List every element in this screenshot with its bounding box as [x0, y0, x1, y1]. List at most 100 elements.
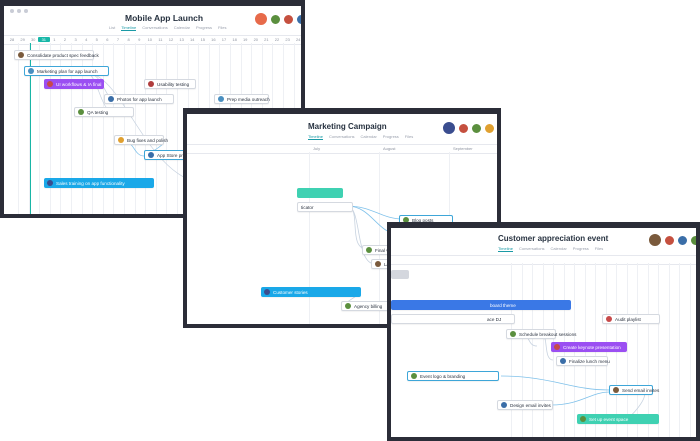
- tab-conversations[interactable]: Conversations: [328, 134, 355, 139]
- date-label: 8: [127, 37, 130, 42]
- task-label: Consolidate product spec feedback: [27, 52, 99, 58]
- avatar[interactable]: [283, 13, 294, 25]
- grid-line: [102, 43, 104, 214]
- grid-line: [71, 43, 72, 214]
- grid-line: [679, 263, 680, 437]
- tab-timeline[interactable]: Timeline: [308, 134, 323, 140]
- task-bar[interactable]: UI workflows & IA final: [44, 79, 104, 89]
- tab-files[interactable]: Files: [404, 134, 414, 139]
- date-label: 20: [253, 37, 259, 42]
- grid-line: [521, 263, 523, 437]
- tab-conversations[interactable]: Conversations: [518, 246, 545, 251]
- tab-progress[interactable]: Progress: [196, 25, 213, 30]
- grid-line: [511, 263, 512, 437]
- tab-calendar[interactable]: Calendar: [173, 25, 191, 30]
- task-label: ace DJ: [487, 316, 502, 322]
- tab-calendar[interactable]: Calendar: [360, 134, 377, 139]
- grid-line: [309, 152, 310, 324]
- date-label: 18: [232, 37, 237, 42]
- tab-progress[interactable]: Progress: [382, 134, 399, 139]
- avatar[interactable]: [648, 233, 662, 247]
- date-label: 16: [211, 37, 216, 42]
- task-label: Agency billing: [354, 303, 383, 309]
- date-label: 28: [9, 37, 15, 42]
- assignee-avatar: [18, 52, 24, 58]
- date-label: 10: [147, 37, 153, 42]
- date-label: 22: [274, 37, 280, 42]
- tab-files[interactable]: Files: [594, 246, 604, 251]
- avatar[interactable]: [677, 234, 688, 246]
- assignee-avatar: [148, 152, 154, 158]
- task-bar[interactable]: Consolidate product spec feedback: [14, 50, 99, 60]
- task-bar[interactable]: Finalize lunch menu: [556, 356, 610, 366]
- task-bar[interactable]: ticator: [297, 202, 353, 212]
- tab-list[interactable]: List: [109, 25, 116, 30]
- assignee-avatar: [560, 358, 566, 364]
- grid-line: [113, 43, 115, 214]
- task-bar[interactable]: Prep media outreach: [214, 94, 270, 104]
- month-label: August: [383, 146, 396, 151]
- task-label: Set up event space: [589, 416, 629, 422]
- task-bar[interactable]: [391, 270, 409, 279]
- task-bar[interactable]: Sales training on app functionality: [44, 178, 154, 188]
- add-member-icon[interactable]: [497, 123, 501, 134]
- task-bar[interactable]: QA testing: [74, 107, 134, 117]
- task-label: QA testing: [87, 109, 109, 115]
- project-title: Mobile App Launch: [125, 13, 204, 23]
- date-label: 24: [295, 37, 301, 42]
- avatar[interactable]: [458, 122, 469, 134]
- member-avatars: [442, 121, 501, 135]
- task-bar[interactable]: Create keynote presentation: [551, 342, 627, 352]
- avatar[interactable]: [270, 13, 281, 25]
- task-bar[interactable]: Bug fixes and polish: [114, 135, 168, 145]
- avatar[interactable]: [664, 234, 675, 246]
- member-avatars: [648, 233, 696, 247]
- task-bar[interactable]: Set up event space: [577, 414, 659, 424]
- tab-timeline[interactable]: Timeline: [121, 25, 137, 31]
- task-bar[interactable]: Send email invites: [609, 385, 659, 395]
- task-bar[interactable]: Usability testing: [144, 79, 196, 89]
- assignee-avatar: [264, 289, 270, 295]
- task-label: Event logo & branding: [420, 373, 466, 379]
- tab-timeline[interactable]: Timeline: [498, 246, 513, 252]
- date-label: 9: [138, 37, 141, 42]
- grid-line: [689, 263, 691, 437]
- avatar[interactable]: [254, 12, 268, 26]
- month-label: September: [453, 146, 473, 151]
- task-bar[interactable]: ace DJ: [391, 314, 515, 324]
- task-bar[interactable]: Photos for app launch: [104, 94, 174, 104]
- task-label: Prep media outreach: [227, 96, 270, 102]
- project-title: Customer appreciation event: [498, 234, 609, 243]
- tab-calendar[interactable]: Calendar: [550, 246, 567, 251]
- assignee-avatar: [554, 344, 560, 350]
- avatar[interactable]: [296, 13, 301, 25]
- task-bar[interactable]: Audit playlist: [602, 314, 660, 324]
- assignee-avatar: [47, 81, 53, 87]
- tab-files[interactable]: Files: [218, 25, 227, 30]
- avatar[interactable]: [442, 121, 456, 135]
- avatar[interactable]: [690, 234, 696, 246]
- task-bar[interactable]: board theme: [391, 300, 571, 310]
- task-bar[interactable]: [297, 188, 343, 198]
- task-bar[interactable]: Schedule breakout sessions: [506, 329, 576, 339]
- date-axis: [391, 255, 696, 265]
- date-label: 29: [20, 37, 25, 42]
- today-line: [30, 43, 31, 214]
- avatar[interactable]: [471, 122, 482, 134]
- task-label: Schedule breakout sessions: [519, 331, 577, 337]
- task-bar[interactable]: Customer stories: [261, 287, 361, 297]
- task-bar[interactable]: Design email invites: [497, 400, 553, 410]
- member-avatars: [254, 12, 301, 26]
- date-label: 23: [285, 37, 290, 42]
- tab-conversations[interactable]: Conversations: [142, 25, 168, 30]
- grid-line: [49, 43, 51, 214]
- task-bar[interactable]: Event logo & branding: [407, 371, 499, 381]
- assignee-avatar: [366, 247, 372, 253]
- tab-progress[interactable]: Progress: [572, 246, 589, 251]
- grid-line: [637, 263, 638, 437]
- avatar[interactable]: [484, 122, 495, 134]
- task-label: Finalize lunch menu: [569, 358, 610, 364]
- date-label: 15: [200, 37, 206, 42]
- task-bar[interactable]: Marketing plan for app launch: [24, 66, 109, 76]
- grid-line: [124, 43, 125, 214]
